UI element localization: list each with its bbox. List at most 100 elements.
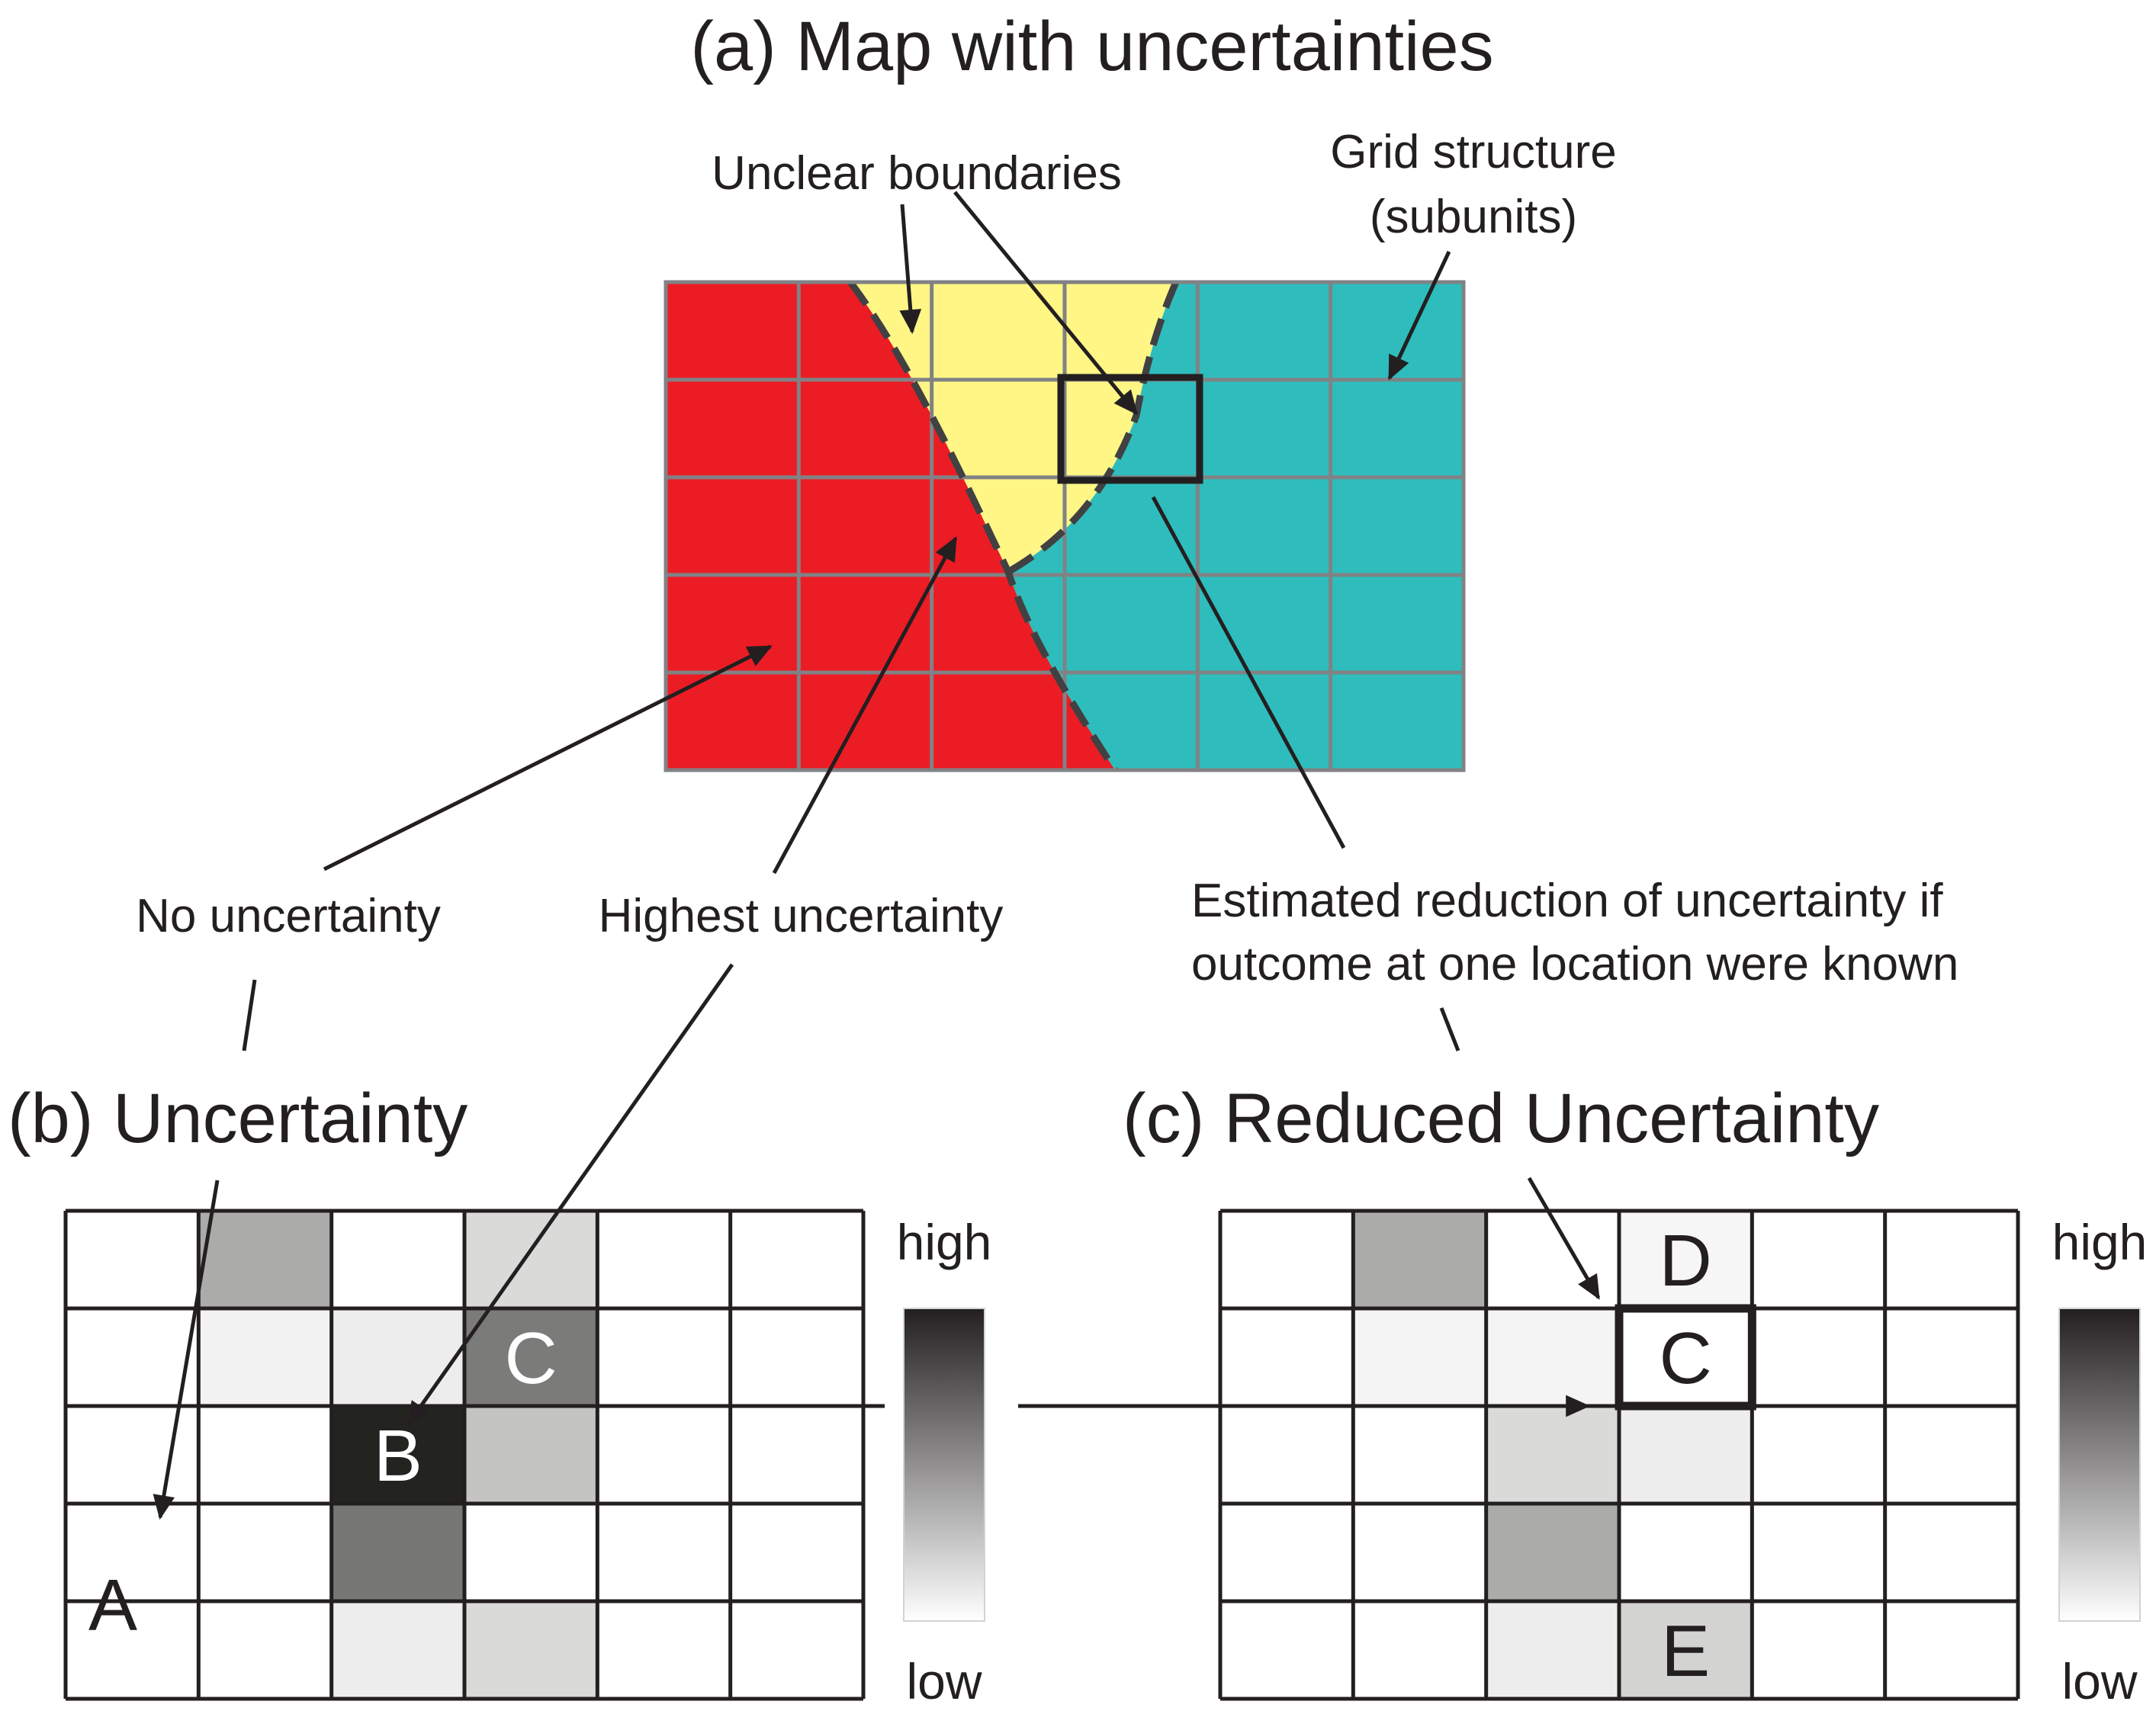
grid-c-cell — [1486, 1211, 1619, 1308]
grid-b-cell — [597, 1504, 731, 1601]
grid-b-cell — [198, 1211, 332, 1308]
panel-b: (b) Uncertainty A B C high low — [8, 1080, 992, 1709]
arrow-highest-uncertainty — [772, 536, 958, 875]
label-estimated-reduction-1: Estimated reduction of uncertainty if — [1191, 875, 1943, 927]
arrow-to-highlighted-C — [1527, 1177, 1601, 1300]
grid-c-cell — [1619, 1406, 1753, 1504]
grid-b-cell — [464, 1601, 598, 1699]
label-no-uncertainty: No uncertainty — [136, 890, 441, 942]
grid-b-cell — [66, 1601, 199, 1699]
grid-c-cell — [1619, 1211, 1753, 1308]
grid-c-cell — [1353, 1601, 1486, 1699]
grid-b-cell-label-a: A — [88, 1565, 137, 1646]
grid-b-cell — [730, 1308, 863, 1406]
legend-c-gradient — [2058, 1308, 2141, 1622]
grid-c-cell — [1752, 1308, 1885, 1406]
grid-c-cell-label-c: C — [1660, 1318, 1712, 1399]
legend-c-high: high — [2052, 1214, 2148, 1270]
grid-c-highlighted-cell — [1615, 1304, 1756, 1411]
grid-b-cell — [198, 1406, 332, 1504]
grid-c-cell — [1353, 1504, 1486, 1601]
legend-c-low: low — [2061, 1653, 2137, 1707]
grid-c-cell — [1752, 1504, 1885, 1601]
grid-c-cell-label-e: E — [1661, 1610, 1710, 1692]
grid-b-cell — [66, 1211, 199, 1308]
grid-c-cell — [1220, 1308, 1354, 1406]
map-border — [664, 280, 1466, 772]
grid-b-cell — [730, 1504, 863, 1601]
grid-b-cell-label-b: B — [374, 1415, 423, 1497]
grid-c-cell — [1884, 1308, 2018, 1406]
grid-b-cell — [331, 1504, 464, 1601]
legend-b: high low — [897, 1214, 992, 1709]
arrow-unclear-to-left-boundary — [899, 204, 922, 335]
grid-b-cell — [66, 1406, 199, 1504]
grid-b-cell-label-c: C — [505, 1318, 557, 1399]
grid-c-cell — [1884, 1504, 2018, 1601]
red-region — [666, 282, 1115, 770]
grid-c-cell — [1220, 1211, 1354, 1308]
grid-c-cell — [1752, 1601, 1885, 1699]
grid-c-cell — [1353, 1308, 1486, 1406]
grid-b-cell — [331, 1406, 464, 1504]
connector-no-uncertainty — [242, 979, 257, 1051]
label-unclear-boundaries: Unclear boundaries — [712, 147, 1122, 200]
panel-a: (a) Map with uncertainties Unclear bound… — [136, 8, 1958, 1051]
grid-c-cell-label-d: D — [1660, 1220, 1712, 1302]
grid-b-cell — [597, 1211, 731, 1308]
panel-a-title: (a) Map with uncertainties — [690, 8, 1493, 85]
grid-b-cell — [730, 1406, 863, 1504]
line-estimated-reduction — [1151, 496, 1346, 849]
grid-c-cell — [1486, 1601, 1619, 1699]
boundary-red-yellow — [847, 282, 1118, 770]
legend-b-gradient — [903, 1308, 985, 1622]
grid-c-cell — [1220, 1406, 1354, 1504]
grid-b-cell — [464, 1406, 598, 1504]
grid-b-cell — [331, 1308, 464, 1406]
panel-c-title: (c) Reduced Uncertainty — [1123, 1080, 1879, 1157]
grid-b-cell — [597, 1601, 731, 1699]
label-grid-structure-2: (subunits) — [1370, 191, 1577, 243]
grid-c-cell — [1486, 1406, 1619, 1504]
grid-c-cell — [1353, 1406, 1486, 1504]
map-grid — [666, 282, 1464, 770]
grid-c-cell — [1220, 1601, 1354, 1699]
legend-b-high: high — [897, 1214, 992, 1270]
boundary-yellow-teal — [1006, 282, 1180, 575]
grid-c-cell — [1486, 1504, 1619, 1601]
grid-c-cell — [1619, 1504, 1753, 1601]
legend-b-low: low — [906, 1653, 982, 1707]
grid-c-cell — [1752, 1406, 1885, 1504]
grid-c-cell — [1619, 1308, 1753, 1406]
grid-c-cell — [1353, 1211, 1486, 1308]
panel-b-title: (b) Uncertainty — [8, 1080, 468, 1157]
grid-c-cell — [1884, 1406, 2018, 1504]
grid-b-cell — [66, 1504, 199, 1601]
grid-b-cell — [464, 1308, 598, 1406]
grid-b-cell — [464, 1504, 598, 1601]
grid-c-cell — [1752, 1211, 1885, 1308]
legend-c: high low — [2052, 1214, 2148, 1709]
grid-b-cell — [66, 1308, 199, 1406]
grid-b-cell — [198, 1504, 332, 1601]
grid-c-cell — [1884, 1211, 2018, 1308]
grid-c-cell — [1884, 1601, 2018, 1699]
grid-b-cell — [730, 1211, 863, 1308]
label-highest-uncertainty: Highest uncertainty — [599, 890, 1004, 942]
grid-b-cell — [198, 1308, 332, 1406]
grid-c-cell — [1619, 1601, 1753, 1699]
map — [666, 282, 1464, 770]
reduced-uncertainty-grid: DC E — [1218, 1209, 2020, 1701]
grid-b-cell — [331, 1211, 464, 1308]
label-estimated-reduction-2: outcome at one location were known — [1191, 938, 1958, 990]
grid-b-cell — [464, 1211, 598, 1308]
connector-estimated-reduction — [1439, 1007, 1460, 1051]
uncertainty-grid: A B C — [63, 1209, 866, 1701]
panel-b-c-arrows — [153, 963, 1601, 1520]
grid-b-cell — [597, 1406, 731, 1504]
highlighted-location — [1057, 374, 1203, 484]
arrow-to-B — [406, 963, 734, 1427]
arrow-grid-structure — [1387, 250, 1451, 380]
